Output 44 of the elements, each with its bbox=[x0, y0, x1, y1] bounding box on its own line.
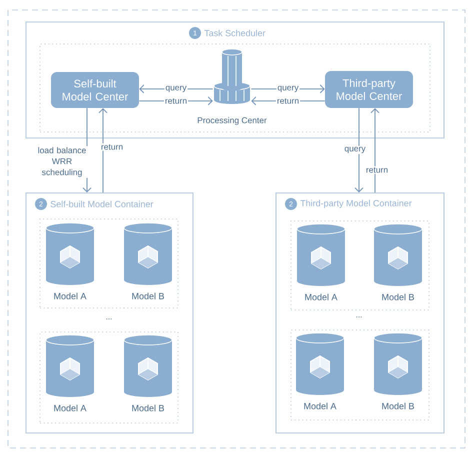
model-center-box: Third-party Model Center bbox=[325, 70, 413, 108]
arrow bbox=[354, 108, 364, 192]
panel bbox=[26, 22, 444, 138]
node-label: Model A bbox=[54, 292, 86, 300]
arrow bbox=[98, 108, 108, 193]
model-cylinder: Model B bbox=[374, 224, 422, 300]
dotted-group bbox=[290, 220, 430, 310]
model-cylinder: Model B bbox=[124, 222, 172, 300]
node-label: Model B bbox=[382, 294, 414, 300]
model-center-box: Self-built Model Center bbox=[51, 72, 139, 108]
edge-label: load balance WRR scheduling bbox=[30, 146, 94, 178]
edge-label: return bbox=[164, 97, 188, 105]
edge-label: return bbox=[364, 166, 390, 174]
model-cylinder: Model A bbox=[296, 224, 346, 300]
edge-label: return bbox=[276, 97, 300, 105]
model-cylinder: Model B bbox=[374, 332, 422, 410]
panel bbox=[26, 192, 194, 434]
dotted-group bbox=[290, 329, 430, 420]
node-label: Model A bbox=[305, 294, 338, 300]
panel-title: Task Scheduler bbox=[204, 30, 266, 36]
dotted-group bbox=[40, 331, 178, 424]
node-label: Processing Center bbox=[198, 117, 267, 125]
node-label: Model B bbox=[132, 292, 164, 300]
arrow bbox=[250, 84, 325, 94]
arrow bbox=[139, 84, 214, 94]
panel-title: Third-party Model Container bbox=[300, 200, 412, 208]
panel bbox=[276, 192, 444, 434]
model-cylinder: Model A bbox=[46, 334, 94, 412]
model-cylinder: Model A bbox=[296, 332, 344, 410]
arrow bbox=[370, 108, 380, 193]
edge-label: query bbox=[276, 84, 300, 94]
dotted-group bbox=[40, 218, 178, 308]
model-cylinder: Model A bbox=[46, 222, 94, 300]
node-label: Model A bbox=[304, 402, 336, 410]
node-label: Model B bbox=[132, 404, 164, 412]
edge-label: query bbox=[164, 84, 188, 94]
panel-title: Self-built Model Container bbox=[50, 200, 154, 208]
node-label: Model A bbox=[54, 404, 86, 412]
edge-label: return bbox=[100, 143, 124, 151]
node-label: Model B bbox=[382, 402, 414, 410]
edge-label: query bbox=[343, 146, 367, 154]
model-cylinder: Model B bbox=[124, 334, 172, 412]
dotted-group bbox=[40, 44, 430, 132]
processing-tower-drawing bbox=[214, 48, 250, 104]
